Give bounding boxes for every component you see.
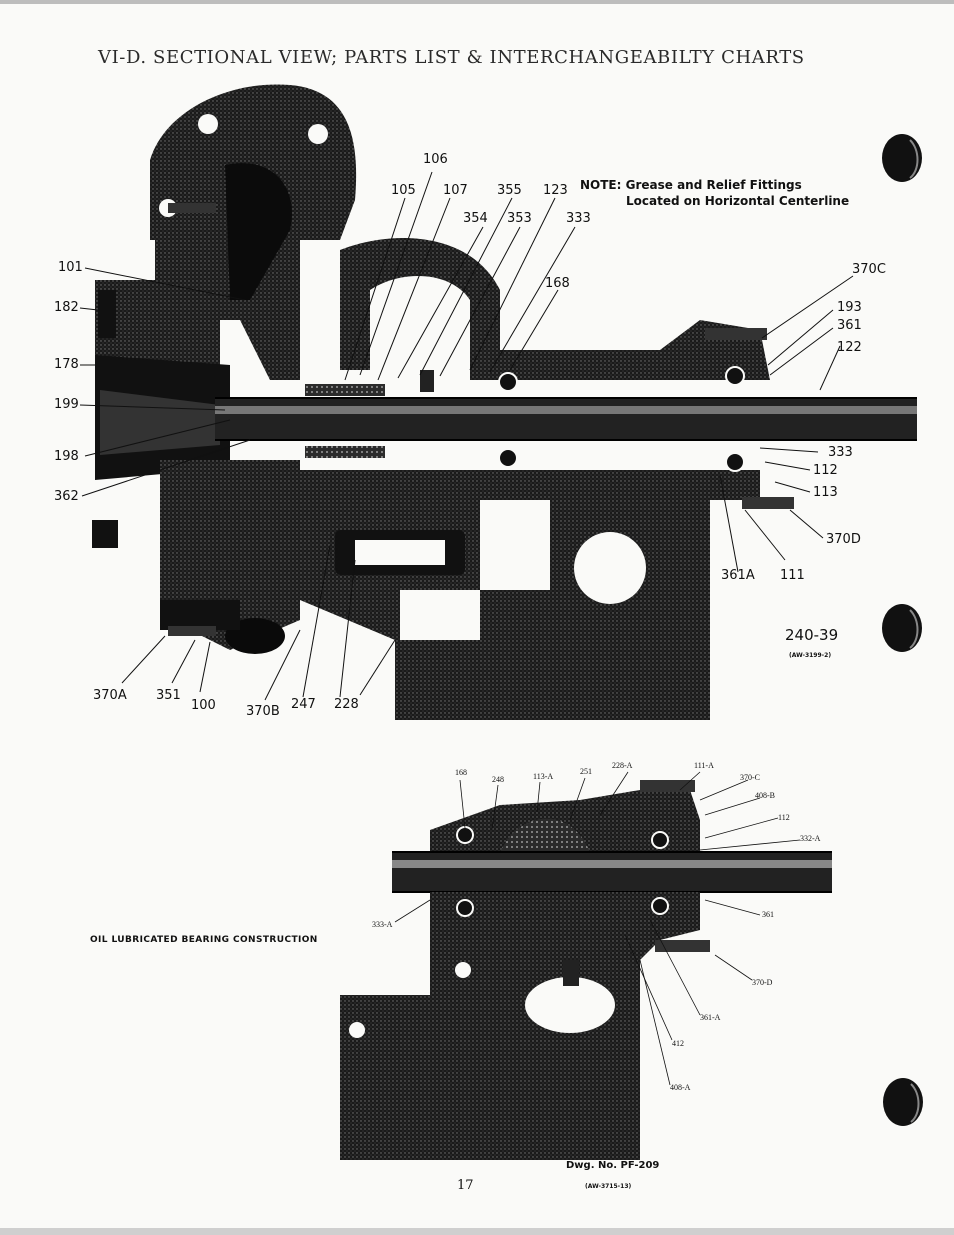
callout-label: 361A: [721, 568, 755, 583]
callout-label: 370C: [852, 262, 886, 277]
callout-label: 111-A: [694, 761, 714, 770]
pump-sectional-drawing: [79, 84, 917, 720]
callout-label: 112: [813, 463, 838, 478]
callout-label: 248: [492, 775, 504, 784]
callout-label: 370B: [246, 704, 280, 719]
callout-label: 113-A: [533, 772, 554, 781]
callout-label: 107: [443, 183, 468, 198]
callout-label: 361-A: [700, 1013, 721, 1022]
callout-label: 333-A: [372, 920, 393, 929]
callout-label: 105: [391, 183, 416, 198]
drawing-number-pf-209: Dwg. No. PF-209: [566, 1160, 660, 1171]
oil-bearing-drawing: [340, 771, 832, 1160]
callout-label: 332-A: [800, 834, 821, 843]
callout-label: 228: [334, 697, 359, 712]
drawing-number-240-39: 240-39: [785, 626, 839, 644]
callout-label: 123: [543, 183, 568, 198]
pump-shaft: [215, 398, 917, 440]
callout-label: 351: [156, 688, 181, 703]
callout-label: 168: [455, 768, 467, 777]
binder-holes: [882, 134, 923, 1126]
callout-label: 361: [762, 910, 774, 919]
callout-label: 408-B: [755, 791, 775, 800]
callout-label: 354: [463, 211, 488, 226]
callout-label: 370-C: [740, 773, 760, 782]
callout-label: 247: [291, 697, 316, 712]
callout-label: 333: [828, 445, 853, 460]
callout-label: 113: [813, 485, 838, 500]
callout-label: 361: [837, 318, 862, 333]
page-number: 17: [457, 1178, 474, 1193]
callout-label: 370D: [826, 532, 861, 547]
callout-label: 408-A: [670, 1083, 691, 1092]
callout-label: 412: [672, 1039, 684, 1048]
figure-ref-code: (AW-3199-2): [789, 652, 832, 659]
bearing-shaft: [392, 852, 832, 892]
callout-label: 182: [54, 300, 79, 315]
bearing-housing-lower: [340, 892, 700, 1160]
callout-label: 353: [507, 211, 532, 226]
figure2-ref-code: (AW-3715-13): [585, 1183, 632, 1190]
oil-bearing-caption: OIL LUBRICATED BEARING CONSTRUCTION: [90, 935, 318, 945]
callout-label: 198: [54, 449, 79, 464]
callout-label: 333: [566, 211, 591, 226]
callout-label: 100: [191, 698, 216, 713]
page-title: VI-D. SECTIONAL VIEW; PARTS LIST & INTER…: [98, 47, 805, 68]
callout-label: 193: [837, 300, 862, 315]
bearing-housing-upper: [430, 790, 700, 852]
callout-label: 122: [837, 340, 862, 355]
callout-label: 362: [54, 489, 79, 504]
grease-note-line-2: Located on Horizontal Centerline: [626, 194, 850, 208]
callout-label: 112: [778, 813, 790, 822]
page-top-border: [0, 0, 954, 4]
callout-label: 178: [54, 357, 79, 372]
callout-label: 228-A: [612, 761, 633, 770]
page-bottom-border: [0, 1228, 954, 1235]
grease-note-line-1: NOTE: Grease and Relief Fittings: [580, 178, 802, 192]
callout-label: 168: [545, 276, 570, 291]
callout-label: 251: [580, 767, 592, 776]
callout-label: 106: [423, 152, 448, 167]
callout-label: 199: [54, 397, 79, 412]
callout-label: 370A: [93, 688, 127, 703]
callout-label: 101: [58, 260, 83, 275]
callout-label: 355: [497, 183, 522, 198]
callout-label: 111: [780, 568, 805, 583]
callout-label: 370-D: [752, 978, 773, 987]
